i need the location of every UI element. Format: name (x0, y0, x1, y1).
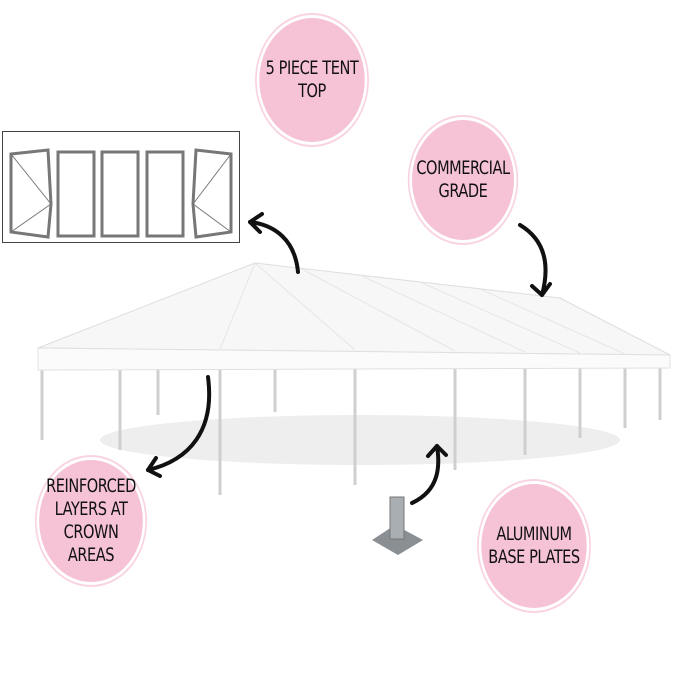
tent-roof (37, 262, 671, 356)
badge-label: 5 PIECE TENT TOP (265, 57, 359, 102)
arrow-to-roof (518, 223, 548, 297)
roof-seams (219, 262, 626, 355)
tent-poles (40, 365, 662, 495)
tent-valance (37, 347, 671, 371)
five-piece-frame-icon (9, 148, 233, 239)
badge-reinforced: REINFORCED LAYERS AT CROWN AREAS (39, 460, 143, 582)
frame-diagram (2, 131, 240, 243)
badge-label: REINFORCED LAYERS AT CROWN AREAS (46, 475, 136, 566)
arrow-to-crown (146, 375, 212, 472)
badge-label: COMMERCIAL GRADE (416, 157, 510, 202)
arrow-to-frame (248, 220, 300, 274)
arrow-to-base (410, 444, 441, 505)
badge-commercial-grade: COMMERCIAL GRADE (412, 120, 514, 240)
tent-shadow (100, 415, 620, 465)
badge-base-plates: ALUMINUM BASE PLATES (481, 484, 587, 608)
badge-label: ALUMINUM BASE PLATES (488, 523, 580, 568)
base-plate-image (372, 496, 423, 555)
badge-tent-top: 5 PIECE TENT TOP (259, 18, 365, 142)
arrows (146, 212, 552, 505)
